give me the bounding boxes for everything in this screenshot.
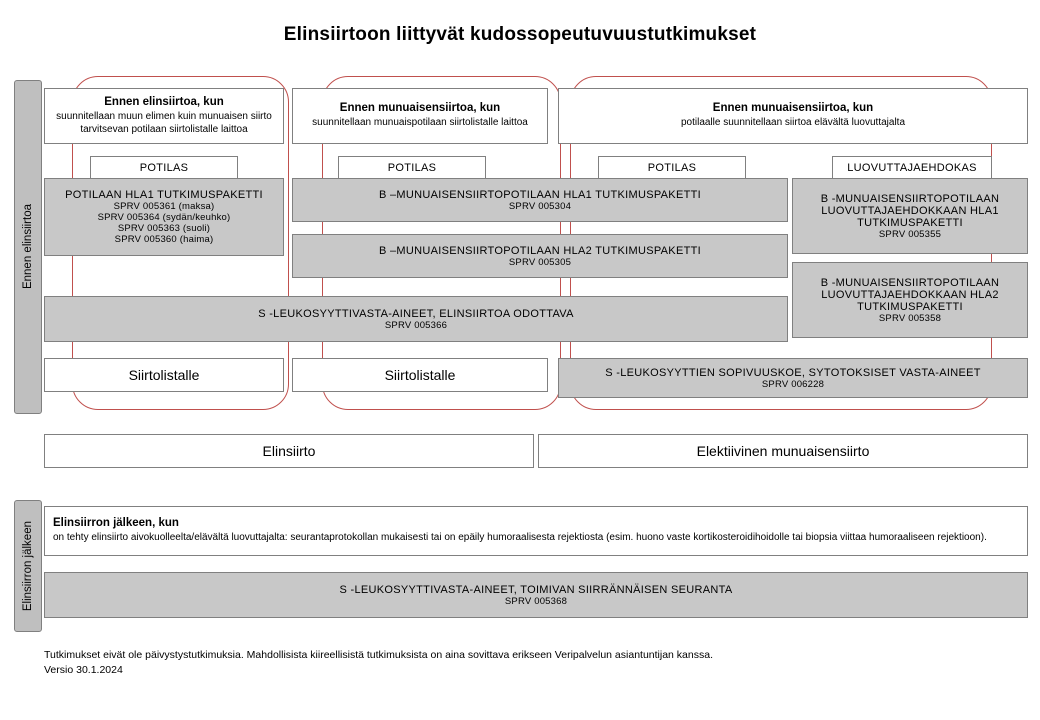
package-patient-hla1-code-3: SPRV 005363 (suoli) <box>117 223 211 234</box>
header-sub-1: suunnitellaan muun elimen kuin munuaisen… <box>56 111 272 135</box>
footer-line-2: Versio 30.1.2024 <box>44 664 123 677</box>
package-donor-hla1-line1: B -MUNUAISENSIIRTOPOTILAAN <box>820 192 1000 205</box>
package-leukocyte-antibodies-waiting: S -LEUKOSYYTTIVASTA-AINEET, ELINSIIRTOA … <box>44 296 788 342</box>
package-followup-code: SPRV 005368 <box>504 595 568 607</box>
waitlist-label-1: Siirtolistalle <box>128 367 200 383</box>
waitlist-label-2: Siirtolistalle <box>384 367 456 383</box>
package-patient-hla1-title: POTILAAN HLA1 TUTKIMUSPAKETTI <box>65 189 263 201</box>
role-label-3: POTILAS <box>647 162 697 174</box>
package-b-kidney-hla1-title: B –MUNUAISENSIIRTOPOTILAAN HLA1 TUTKIMUS… <box>379 188 701 201</box>
page-title: Elinsiirtoon liittyvät kudossopeutuvuust… <box>283 24 757 45</box>
package-donor-hla1-line3: TUTKIMUSPAKETTI <box>857 216 963 229</box>
outcome-box-organ-transplant: Elinsiirto <box>44 434 534 468</box>
outcome-box-elective-kidney-transplant: Elektiivinen munuaisensiirto <box>538 434 1028 468</box>
package-patient-hla1-code-4: SPRV 005360 (haima) <box>114 234 214 245</box>
package-patient-hla1-code-2: SPRV 005364 (sydän/keuhko) <box>97 212 231 223</box>
package-followup: S -LEUKOSYYTTIVASTA-AINEET, TOIMIVAN SII… <box>44 572 1028 618</box>
package-crossmatch: S -LEUKOSYYTTIEN SOPIVUUSKOE, SYTOTOKSIS… <box>558 358 1028 398</box>
header-box-column-1: Ennen elinsiirtoa, kun suunnitellaan muu… <box>44 88 284 144</box>
after-header-box: Elinsiirron jälkeen, kun on tehty elinsi… <box>44 506 1028 556</box>
footer-note: Tutkimukset eivät ole päivystystutkimuks… <box>44 648 1004 678</box>
after-header-title: Elinsiirron jälkeen, kun <box>53 517 179 530</box>
package-donor-hla2-line3: TUTKIMUSPAKETTI <box>857 300 963 313</box>
package-donor-hla2: B -MUNUAISENSIIRTOPOTILAAN LUOVUTTAJAEHD… <box>792 262 1028 338</box>
role-label-4: LUOVUTTAJAEHDOKAS <box>847 162 977 174</box>
role-box-donor-candidate: LUOVUTTAJAEHDOKAS <box>832 156 992 180</box>
sidebar-before-transplant: Ennen elinsiirtoa <box>14 80 42 414</box>
role-box-patient-1: POTILAS <box>90 156 238 180</box>
sidebar-before-label: Ennen elinsiirtoa <box>22 204 34 290</box>
package-leukocyte-waiting-code: SPRV 005366 <box>384 319 448 331</box>
package-b-kidney-hla1-code: SPRV 005304 <box>508 200 572 212</box>
package-patient-hla1-code-1: SPRV 005361 (maksa) <box>113 201 215 212</box>
sidebar-after-label: Elinsiirron jälkeen <box>22 520 34 612</box>
package-b-kidney-hla1: B –MUNUAISENSIIRTOPOTILAAN HLA1 TUTKIMUS… <box>292 178 788 222</box>
role-box-patient-2: POTILAS <box>338 156 486 180</box>
header-title-3: Ennen munuaisensiirtoa, kun <box>712 102 874 115</box>
header-title-1: Ennen elinsiirtoa, kun <box>104 96 224 108</box>
outcome-box-waitlist-1: Siirtolistalle <box>44 358 284 392</box>
package-crossmatch-title: S -LEUKOSYYTTIEN SOPIVUUSKOE, SYTOTOKSIS… <box>605 366 981 379</box>
package-b-kidney-hla2-code: SPRV 005305 <box>508 256 572 268</box>
package-patient-hla1: POTILAAN HLA1 TUTKIMUSPAKETTI SPRV 00536… <box>44 178 284 256</box>
header-sub-3: potilaalle suunnitellaan siirtoa elävält… <box>680 117 906 129</box>
outcome-label-right: Elektiivinen munuaisensiirto <box>696 443 870 459</box>
sidebar-after-transplant: Elinsiirron jälkeen <box>14 500 42 632</box>
package-donor-hla1: B -MUNUAISENSIIRTOPOTILAAN LUOVUTTAJAEHD… <box>792 178 1028 254</box>
outcome-label-left: Elinsiirto <box>262 443 316 459</box>
role-label-2: POTILAS <box>387 162 437 174</box>
package-donor-hla1-line2: LUOVUTTAJAEHDOKKAAN HLA1 <box>821 204 999 217</box>
header-title-2: Ennen munuaisensiirtoa, kun <box>339 102 501 115</box>
package-leukocyte-waiting-title: S -LEUKOSYYTTIVASTA-AINEET, ELINSIIRTOA … <box>258 307 574 320</box>
package-donor-hla2-code: SPRV 005358 <box>878 312 942 324</box>
package-donor-hla2-line1: B -MUNUAISENSIIRTOPOTILAAN <box>820 276 1000 289</box>
package-followup-title: S -LEUKOSYYTTIVASTA-AINEET, TOIMIVAN SII… <box>339 583 733 596</box>
after-header-sub: on tehty elinsiirto aivokuolleelta/elävä… <box>53 532 987 544</box>
header-box-column-2: Ennen munuaisensiirtoa, kun suunnitellaa… <box>292 88 548 144</box>
package-crossmatch-code: SPRV 006228 <box>761 378 825 390</box>
package-b-kidney-hla2: B –MUNUAISENSIIRTOPOTILAAN HLA2 TUTKIMUS… <box>292 234 788 278</box>
outcome-box-waitlist-2: Siirtolistalle <box>292 358 548 392</box>
role-box-patient-3: POTILAS <box>598 156 746 180</box>
package-donor-hla2-line2: LUOVUTTAJAEHDOKKAAN HLA2 <box>821 288 999 301</box>
footer-line-1: Tutkimukset eivät ole päivystystutkimuks… <box>44 649 713 661</box>
header-sub-2: suunnitellaan munuaispotilaan siirtolist… <box>312 117 528 129</box>
package-b-kidney-hla2-title: B –MUNUAISENSIIRTOPOTILAAN HLA2 TUTKIMUS… <box>379 244 701 257</box>
package-donor-hla1-code: SPRV 005355 <box>878 228 942 240</box>
header-box-column-3: Ennen munuaisensiirtoa, kun potilaalle s… <box>558 88 1028 144</box>
role-label-1: POTILAS <box>139 162 189 174</box>
